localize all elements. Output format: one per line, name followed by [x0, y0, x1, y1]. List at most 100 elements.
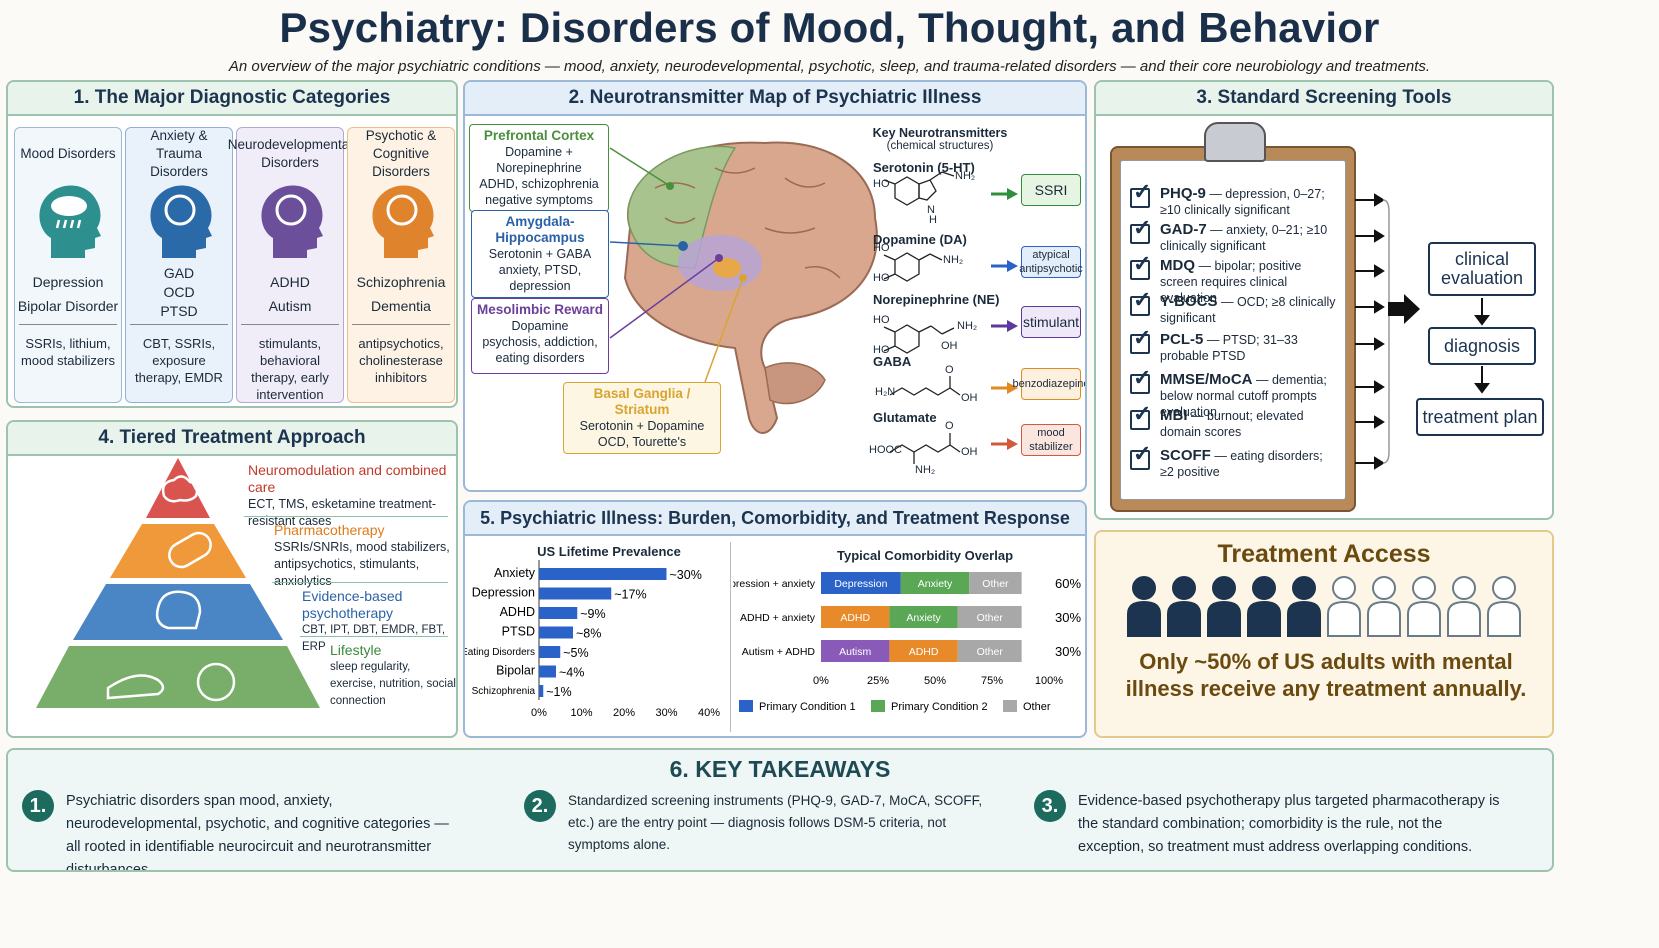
comorbidity-segment-label: Other — [982, 578, 1009, 590]
category-treatments: stimulants, behavioral therapy, early in… — [241, 324, 339, 403]
prevalence-tick-label: 30% — [655, 707, 677, 719]
comorbidity-segment — [821, 606, 890, 628]
screening-tool-detail: — OCD; ≥8 clinically significant — [1160, 295, 1336, 325]
chem-nh2-3: NH₂ — [957, 320, 978, 332]
person-outline-icon — [1367, 576, 1401, 637]
legend-swatch — [1003, 700, 1017, 712]
chem-ho-2: HO — [873, 242, 890, 254]
comorbidity-total-label: 30% — [1055, 644, 1081, 659]
prevalence-bar — [539, 685, 544, 697]
screening-tool-detail: — bipolar; positive screen requires clin… — [1160, 259, 1302, 305]
category-treatments: SSRIs, lithium, mood stabilizers — [19, 324, 117, 369]
comorbidity-segment — [889, 640, 958, 662]
comorbidity-segment-label: ADHD — [909, 646, 939, 658]
arrow-right-icon — [991, 382, 1018, 394]
access-title: Treatment Access — [1217, 540, 1431, 568]
neurotransmitter-title: 2. Neurotransmitter Map of Psychiatric I… — [465, 82, 1085, 116]
category-example: Schizophrenia — [356, 274, 446, 290]
person-outline-icon — [1407, 576, 1441, 637]
screening-tool-name: MDQ — [1160, 257, 1195, 274]
flow-clinical-evaluation: clinical evaluation — [1428, 242, 1536, 296]
legend-label: Primary Condition 1 — [759, 701, 856, 713]
prevalence-value-label: ~8% — [576, 627, 601, 641]
tier-name: Pharmacotherapy — [274, 522, 385, 538]
arrow-right-icon — [991, 320, 1018, 332]
person-filled-icon — [1247, 576, 1281, 637]
prevalence-chart-title: US Lifetime Prevalence — [537, 544, 681, 559]
comorbidity-segment — [969, 572, 1022, 594]
screening-tool-detail: — depression, 0–27; ≥10 clinically signi… — [1160, 187, 1325, 217]
prevalence-category-label: Schizophrenia — [472, 686, 536, 697]
brain-region-neurotransmitters: Dopamine — [511, 319, 569, 333]
access-text: Only ~50% of US adults with mental illne… — [1125, 649, 1527, 701]
takeaway-number: 1. — [22, 790, 54, 822]
tier-details: CBT, IPT, DBT, EMDR, FBT, ERP — [302, 624, 446, 653]
burden-panel: 5. Psychiatric Illness: Burden, Comorbid… — [463, 500, 1087, 738]
treatment-title: 4. Tiered Treatment Approach — [8, 422, 456, 456]
checkbox-icon — [1130, 330, 1151, 354]
prevalence-value-label: ~4% — [559, 666, 584, 680]
rain-cloud-head-icon — [39, 185, 101, 258]
category-name: Anxiety & Trauma Disorders — [150, 128, 208, 179]
prevalence-bar — [539, 568, 667, 580]
takeaways-panel: 6. KEY TAKEAWAYS 1. Psychiatric disorders… — [6, 748, 1554, 872]
prevalence-value-label: ~5% — [563, 646, 588, 660]
brain-region-disorders: psychosis, addiction, eating disorders — [482, 335, 598, 365]
comorbidity-segment — [821, 572, 901, 594]
screening-tool-name: SCOFF — [1160, 447, 1211, 464]
flow-right-arrow-icon — [1388, 294, 1420, 324]
brain-region-disorders: anxiety, PTSD, depression — [498, 263, 582, 293]
screening-tool-name: MMSE/MoCA — [1160, 371, 1253, 388]
screening-tool-name: MBI — [1160, 407, 1188, 424]
drug-class-box: stimulant — [1021, 306, 1081, 338]
comorbidity-segment — [900, 572, 970, 594]
comorbidity-segment-label: Other — [977, 612, 1004, 624]
person-filled-icon — [1167, 576, 1201, 637]
clipboard-paper — [1120, 160, 1346, 500]
chem-ho-5: HO — [873, 344, 890, 356]
tier-name: Lifestyle — [330, 642, 382, 658]
tier-2-shape — [110, 524, 246, 578]
takeaway-text: Psychiatric disorders span mood, anxiety… — [66, 793, 449, 872]
tier-divider — [272, 582, 448, 583]
legend-label: Primary Condition 2 — [891, 701, 988, 713]
prevalence-value-label: ~17% — [614, 588, 646, 602]
takeaways-title: 6. KEY TAKEAWAYS — [669, 756, 891, 782]
page-title: Psychiatry: Disorders of Mood, Thought, … — [279, 4, 1380, 51]
person-filled-icon — [1207, 576, 1241, 637]
screening-tool-detail: — anxiety, 0–21; ≥10 clinically signific… — [1160, 223, 1328, 253]
brain-region-name: Basal Ganglia / Striatum — [593, 386, 691, 417]
prevalence-category-label: Anxiety — [494, 566, 536, 580]
neurotransmitter-name: Dopamine (DA) — [873, 232, 967, 247]
category-example: OCD — [163, 284, 195, 300]
screening-tool: MDQ — bipolar; positive screen requires … — [1130, 256, 1338, 306]
category-treatments: antipsychotics, cholinesterase inhibitor… — [352, 324, 450, 386]
screening-panel: 3. Standard Screening Tools PHQ-9 — depr… — [1094, 80, 1554, 520]
takeaway-number: 3. — [1034, 790, 1066, 822]
comorbidity-category-label: ADHD + anxiety — [740, 612, 816, 624]
tier-4-shape — [36, 646, 320, 708]
clipboard-clip-icon — [1204, 122, 1266, 162]
comorbidity-segment-label: Anxiety — [918, 578, 953, 590]
checkbox-icon — [1130, 292, 1151, 316]
tier-1-shape — [146, 458, 210, 518]
legend-label: Other — [1023, 701, 1051, 713]
category-example: GAD — [163, 265, 195, 281]
tangled-brain-head-icon — [150, 185, 212, 258]
comorbidity-tick-label: 50% — [924, 675, 946, 687]
takeaway-item: 3.Evidence-based psychotherapy plus targ… — [1034, 790, 1508, 859]
person-filled-icon — [1287, 576, 1321, 637]
access-panel: Treatment Access Only ~50% of US adults … — [1094, 530, 1554, 738]
puzzle-head-icon — [261, 185, 323, 258]
comorbidity-chart: Depression + anxietyDepressionAnxietyOth… — [733, 572, 1081, 713]
prevalence-tick-label: 40% — [698, 707, 720, 719]
screening-title: 3. Standard Screening Tools — [1096, 82, 1552, 116]
person-outline-icon — [1447, 576, 1481, 637]
chem-hooc: HOOC — [869, 444, 902, 456]
screening-tool: SCOFF — eating disorders; ≥2 positive — [1130, 446, 1338, 480]
